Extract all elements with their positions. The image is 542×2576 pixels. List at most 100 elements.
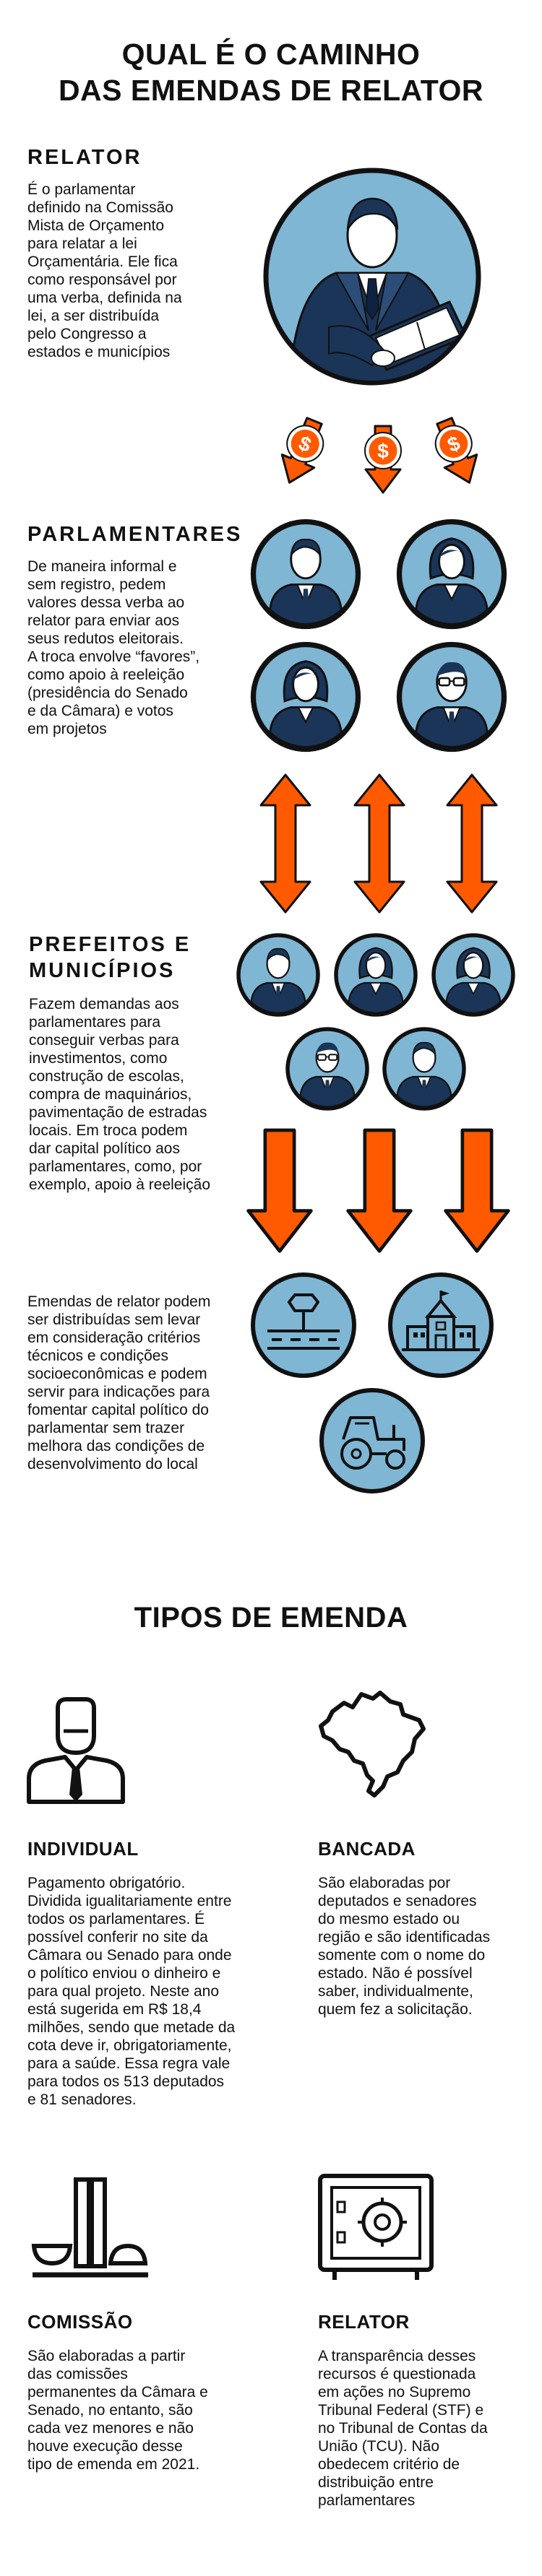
avatar-parl-4 — [400, 645, 504, 750]
scales-icon — [25, 2174, 155, 2282]
text-line: em projetos — [27, 721, 107, 737]
text-line: parlamentares — [318, 2492, 416, 2509]
down-arrow-2 — [348, 1130, 411, 1251]
text-line: para qual projeto. Neste ano — [27, 1983, 220, 2000]
text-line: saber, individualmente, — [318, 1983, 473, 2000]
money-arrow-left — [272, 415, 331, 490]
road-icon — [251, 1272, 356, 1378]
text-line: desenvolvimento do local — [27, 1456, 198, 1473]
safe-icon — [314, 2170, 437, 2286]
text-line: União (TCU). Não — [318, 2438, 440, 2455]
down-arrow-1 — [249, 1130, 311, 1251]
text-line: obedecem critério de — [318, 2456, 460, 2473]
text-line: valores dessa verba ao — [27, 594, 185, 611]
page-title: QUAL É O CAMINHO DAS EMENDAS DE RELATOR — [0, 36, 542, 108]
text-line: somente com o nome do — [318, 1947, 486, 1964]
text-line: para todos os 513 deputados — [27, 2073, 225, 2090]
double-arrow-3 — [446, 773, 498, 914]
avatar-pref-1 — [238, 935, 318, 1015]
text-line: Pagamento obrigatório. — [27, 1875, 186, 1891]
text-line: parlamentar sem trazer — [27, 1420, 185, 1436]
text-line: houve execução desse — [27, 2438, 183, 2455]
text-line: estados e municípios — [27, 344, 171, 360]
text-line: São elaboradas por — [318, 1875, 451, 1891]
tractor-icon — [319, 1388, 425, 1493]
avatar-parl-2 — [400, 522, 504, 627]
text-line: É o parlamentar — [27, 181, 136, 198]
text-line: A transparência desses — [318, 2348, 476, 2364]
text-line: no Tribunal de Contas da — [318, 2420, 488, 2437]
text-line: construção de escolas, — [29, 1068, 184, 1085]
tipos-heading: TIPOS DE EMENDA — [134, 1602, 408, 1634]
prefeitos-heading: PREFEITOS E MUNICÍPIOS — [29, 932, 191, 984]
text-line: distribuição entre — [318, 2474, 434, 2491]
text-line: permanentes da Câmara e — [27, 2384, 208, 2401]
prefeitos-avatars — [235, 932, 524, 1127]
text-line: dar capital político aos — [29, 1140, 180, 1157]
text-line: estado. Não é possível — [318, 1965, 473, 1982]
relator-illustration — [260, 165, 484, 389]
text-line: exemplo, apoio à reeleição — [29, 1176, 210, 1193]
text-line: Fazem demandas aos — [29, 996, 179, 1012]
avatar-parl-1 — [254, 522, 358, 627]
avatar-pref-4 — [288, 1029, 367, 1109]
avatar-pref-2 — [336, 935, 416, 1015]
bancada-title: BANCADA — [318, 1838, 416, 1860]
text-line: cota deve ir, obrigatoriamente, — [27, 2037, 232, 2054]
text-line: pavimentação de estradas — [29, 1104, 207, 1121]
text-line: tipo de emenda em 2021. — [27, 2456, 200, 2473]
parlamentares-avatars — [242, 516, 509, 755]
prefeitos-heading-line-1: PREFEITOS E — [29, 933, 192, 956]
text-line: milhões, sendo que metade da — [27, 2019, 236, 2036]
text-line: deputados e senadores — [318, 1893, 477, 1909]
emendas-icons — [249, 1267, 524, 1499]
avatar-pref-3 — [434, 935, 513, 1015]
text-line: locais. Em troca podem — [29, 1122, 188, 1139]
text-line: Tribunal Federal (STF) e — [318, 2402, 484, 2419]
down-arrows — [242, 1127, 517, 1257]
text-line: técnicos e condições — [27, 1348, 168, 1364]
text-line: possível conferir no site da — [27, 1929, 208, 1946]
text-line: fomentar capital político do — [27, 1402, 209, 1418]
text-line: sem registro, pedem — [27, 576, 166, 593]
text-line: servir para indicações para — [27, 1384, 210, 1400]
text-line: região e são identificadas — [318, 1929, 491, 1946]
individual-description: Pagamento obrigatório.Dividida igualitar… — [27, 1874, 266, 2109]
text-line: todos os parlamentares. É — [27, 1911, 205, 1927]
text-line: das comissões — [27, 2366, 128, 2382]
text-line: para relatar a lei — [27, 235, 137, 252]
text-line: para a saúde. Essa regra vale — [27, 2055, 231, 2072]
text-line: e da Câmara) e votos — [27, 703, 173, 719]
individual-title: INDIVIDUAL — [27, 1838, 139, 1860]
text-line: em ações no Supremo — [318, 2384, 471, 2401]
comissao-title: COMISSÃO — [27, 2311, 133, 2333]
text-line: São elaboradas a partir — [27, 2348, 186, 2364]
comissao-description: São elaboradas a partir das comissões perm… — [27, 2347, 266, 2473]
text-line: pelo Congresso a — [27, 326, 147, 342]
brazil-map-icon — [311, 1683, 434, 1805]
text-line: cada vez menores e não — [27, 2420, 194, 2437]
title-line-2: DAS EMENDAS DE RELATOR — [58, 74, 484, 107]
text-line: quem fez a solicitação. — [318, 2001, 473, 2018]
text-line: como responsável por — [27, 272, 177, 288]
avatar-pref-5 — [384, 1029, 464, 1109]
school-icon — [388, 1272, 494, 1378]
double-arrow-2 — [353, 773, 405, 914]
text-line: De maneira informal e — [27, 558, 177, 575]
text-line: Câmara ou Senado para onde — [27, 1947, 232, 1964]
text-line: Senado, no entanto, são — [27, 2402, 193, 2419]
relator-heading: RELATOR — [27, 146, 142, 169]
parlamentares-heading: PARLAMENTARES — [27, 523, 243, 546]
money-arrows — [238, 383, 506, 527]
money-arrow-center — [365, 426, 401, 493]
double-arrow-1 — [259, 773, 311, 914]
text-line: seus redutos eleitorais. — [27, 630, 184, 647]
relator-tipo-title: RELATOR — [318, 2311, 410, 2333]
text-line: lei, a ser distribuída — [27, 308, 160, 324]
title-line-1: QUAL É O CAMINHO — [121, 38, 421, 71]
individual-icon — [22, 1694, 130, 1809]
